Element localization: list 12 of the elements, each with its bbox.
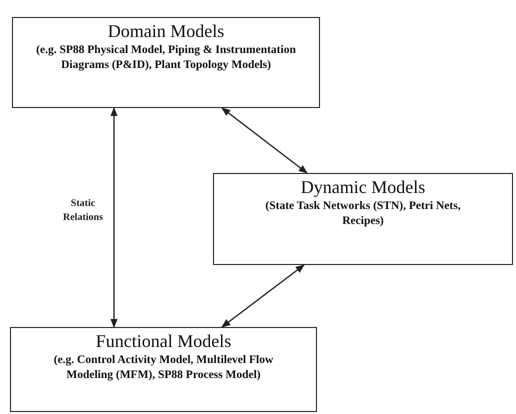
box-description: (State Task Networks (STN), Petri Nets, Recipes) (264, 199, 462, 229)
box-description: (e.g. Control Activity Model, Multilevel Flow Modeling (MFM), SP88 Process Model) (52, 353, 274, 383)
model-box (213, 173, 513, 265)
double-arrow (221, 107, 308, 174)
box-title: Dynamic Models (300, 177, 426, 197)
model-box (10, 327, 317, 412)
model-box (12, 17, 320, 108)
double-arrow (110, 107, 118, 328)
box-title: Domain Models (108, 21, 224, 41)
box-description: (e.g. SP88 Physical Model, Piping & Instrumentation Diagrams (P&ID), Plant Topology Models) (35, 43, 297, 73)
box-title: Functional Models (96, 331, 232, 351)
double-arrow (221, 264, 305, 328)
